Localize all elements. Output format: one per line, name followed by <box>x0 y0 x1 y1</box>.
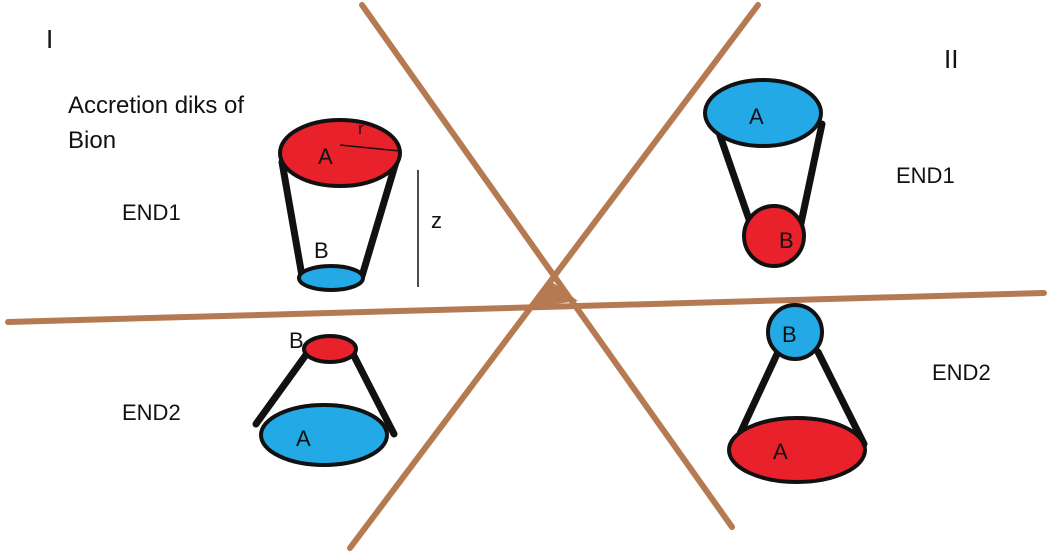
q2-disk-a <box>703 78 823 148</box>
q4-accretion-cone: B A <box>727 303 868 484</box>
divider-lines <box>5 2 1047 551</box>
q2-accretion-cone: A B <box>703 78 826 268</box>
divider-diagonal-right <box>347 2 761 551</box>
q3-accretion-cone: B A <box>252 328 398 467</box>
q3-cone-right-side <box>348 348 398 438</box>
q2-disk-b-label: B <box>779 228 794 253</box>
q4-cone-right-side <box>814 348 868 448</box>
q3-end-label: END2 <box>122 400 181 425</box>
q1-accretion-cone: A r B <box>278 118 402 292</box>
q1-disk-a-label: A <box>318 144 333 169</box>
q4-disk-a-label: A <box>773 439 788 464</box>
q4-cone-left-side <box>734 348 782 442</box>
q3-disk-b-label: B <box>289 328 304 353</box>
caption-line-2: Bion <box>68 127 116 154</box>
q4-end-label: END2 <box>932 360 991 385</box>
q3-disk-b <box>302 334 358 364</box>
q4-disk-b <box>766 303 824 361</box>
quadrant-i-label: I <box>46 24 53 54</box>
q4-disk-b-label: B <box>782 322 797 347</box>
q2-cone-left-side <box>712 120 756 232</box>
quadrant-ii-label: II <box>944 44 958 74</box>
q3-disk-a <box>259 403 389 467</box>
q1-disk-a <box>278 118 402 188</box>
divider-diagonal-left <box>359 2 735 530</box>
q1-cone-right-side <box>358 158 400 280</box>
divider-intersection-blob <box>532 282 578 307</box>
caption-line-1: Accretion diks of <box>68 92 244 119</box>
q1-radius-label: r <box>358 119 364 138</box>
height-label: z <box>431 208 442 233</box>
q2-end-label: END1 <box>896 163 955 188</box>
q1-disk-b <box>297 264 365 292</box>
q1-disk-b-label: B <box>314 238 329 263</box>
q2-disk-b <box>742 204 806 268</box>
q3-cone-left-side <box>252 348 312 428</box>
q2-disk-a-label: A <box>749 104 764 129</box>
q3-disk-a-label: A <box>296 426 311 451</box>
q1-cone-left-side <box>278 158 306 280</box>
q2-cone-right-side <box>796 120 826 232</box>
divider-horizontal <box>5 290 1047 325</box>
q1-end-label: END1 <box>122 200 181 225</box>
q4-disk-a <box>727 416 867 484</box>
q1-radius-line <box>339 144 401 152</box>
